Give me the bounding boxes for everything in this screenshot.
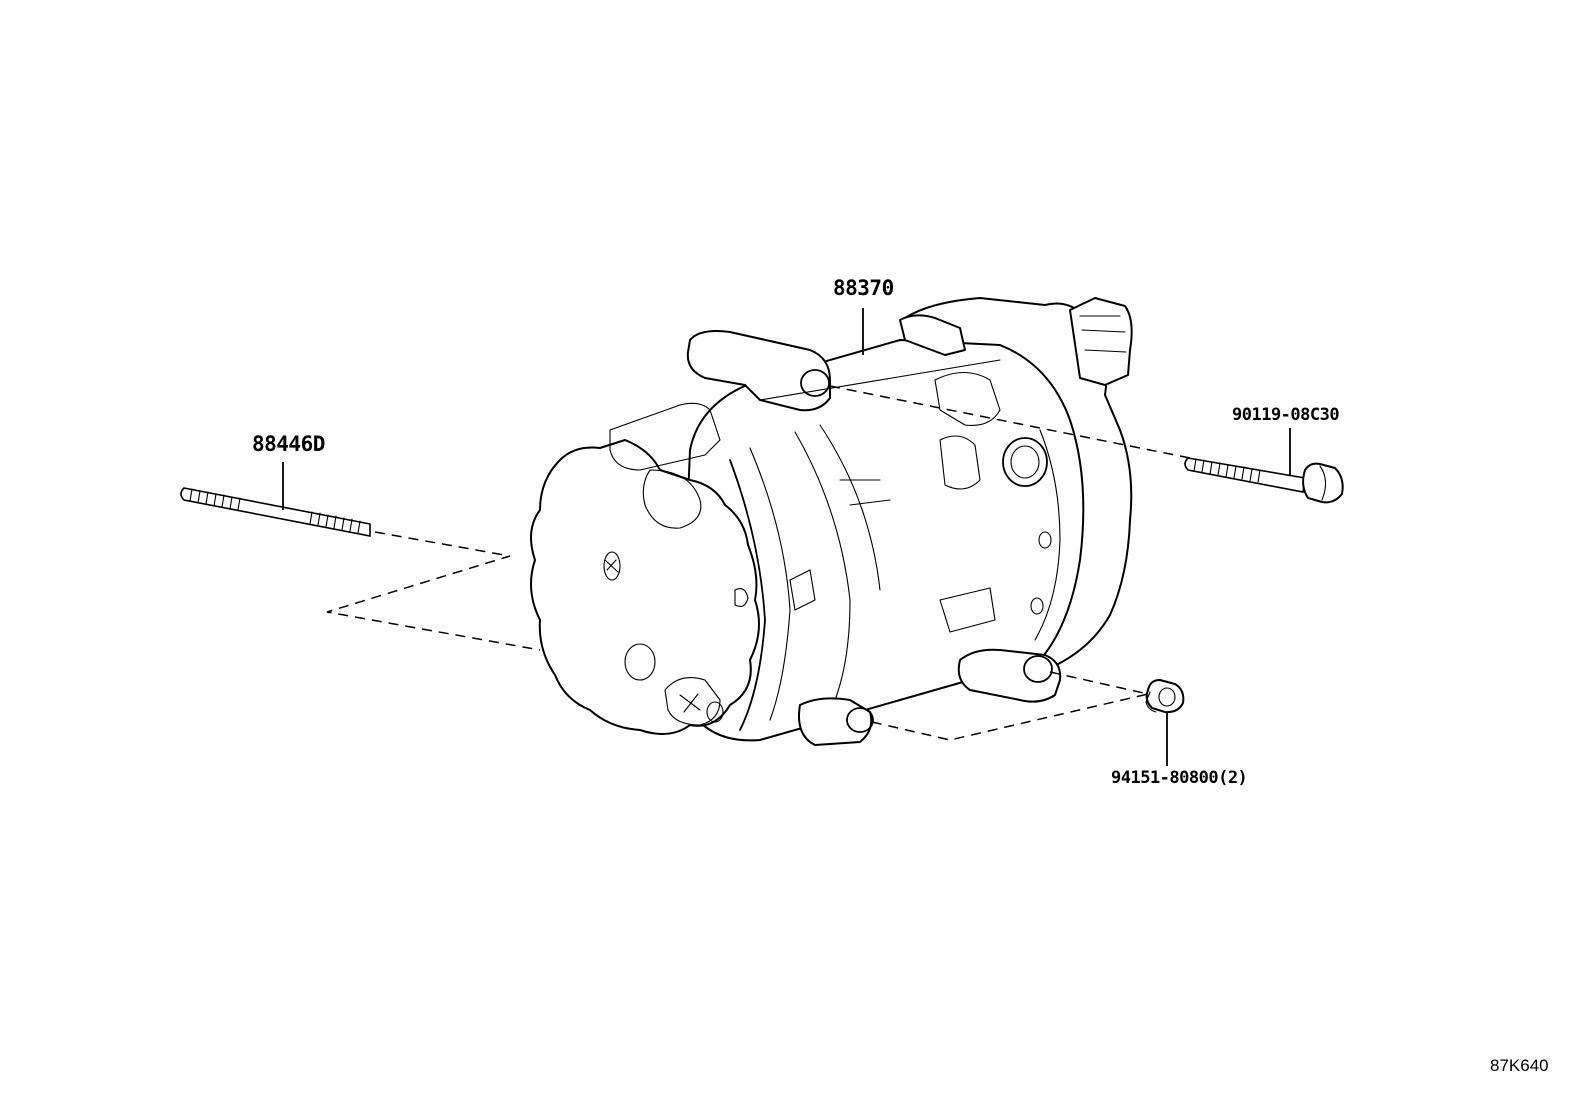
part-number-nut[interactable]: 94151-80800(2) — [1111, 768, 1248, 788]
stud-bolt-illustration[interactable] — [180, 487, 371, 537]
leader-lines — [282, 308, 1291, 766]
figure-code: 87K640 — [1490, 1056, 1549, 1075]
compressor-illustration[interactable] — [530, 297, 1133, 746]
nut-illustration[interactable] — [1145, 679, 1185, 714]
part-number-stud-bolt[interactable]: 88446D — [252, 432, 325, 456]
part-number-flange-bolt[interactable]: 90119-08C30 — [1232, 405, 1340, 425]
flange-bolt-illustration[interactable] — [1184, 457, 1344, 504]
part-number-compressor[interactable]: 88370 — [833, 276, 894, 300]
assembly-lines — [326, 385, 1191, 741]
